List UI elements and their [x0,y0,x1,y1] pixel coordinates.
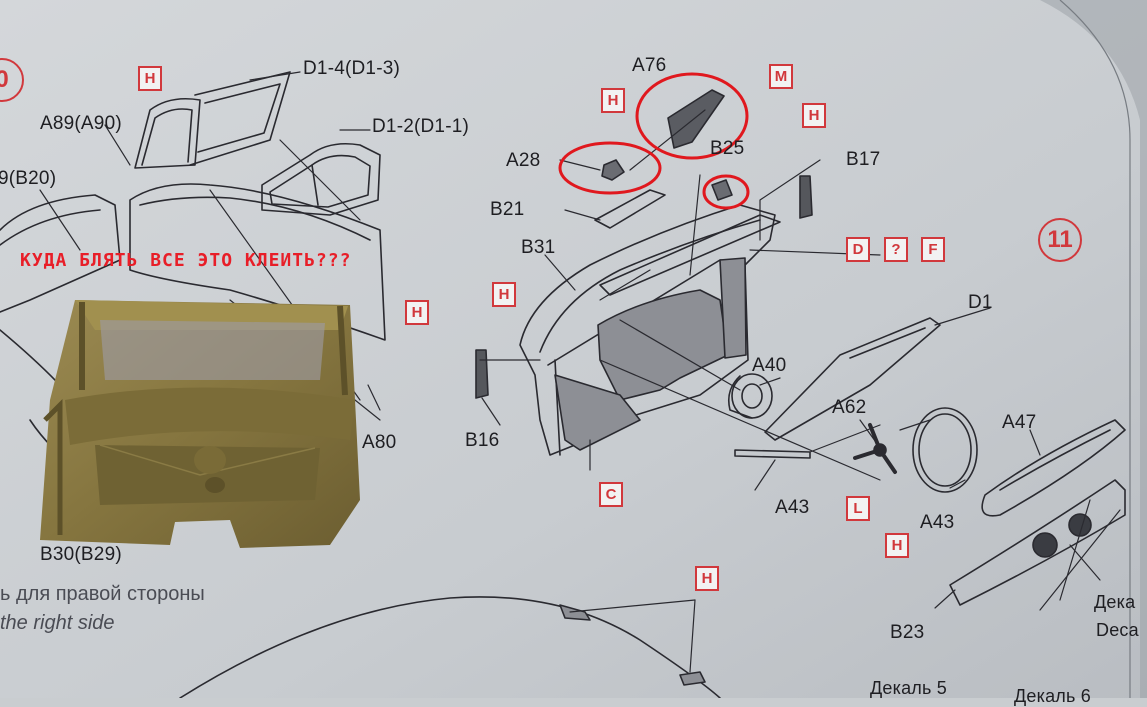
b25-part [711,179,733,201]
label-d1-2: D1-2(D1-1) [372,116,470,137]
label-b21: B21 [490,199,525,220]
marker-h-a62: H [885,533,909,558]
d1-panel [764,317,941,441]
circle-a28 [558,141,662,195]
a43-rod [734,449,811,459]
marker-h-top-left: H [138,66,162,91]
b17-part [799,175,813,219]
b23-bar [949,479,1126,606]
marker-m-a76: M [769,64,793,89]
label-d1-4: D1-4(D1-3) [303,58,401,79]
a43-ring [912,407,978,493]
label-a62: A62 [832,397,867,418]
label-b17: B17 [846,149,881,170]
label-a43-left: A43 [775,497,810,518]
label-a43-right: A43 [920,512,955,533]
caption-en-right-side: the right side [0,612,115,634]
circle-b25 [702,174,750,210]
b21-strip [594,189,666,229]
a40-cylinder [727,373,773,419]
overlay-note: КУДА БЛЯТЬ ВСЕ ЭТО КЛЕИТЬ??? [20,250,352,271]
label-b25: B25 [710,138,745,159]
label-b16: B16 [465,430,500,451]
label-a89: A89(A90) [40,113,122,134]
page-edge [1040,0,1147,698]
circle-a76 [635,72,749,160]
caption-decal-5: Декаль 5 [870,678,947,698]
a62-knob [853,423,897,474]
a28-part [601,159,625,181]
marker-f: F [921,237,945,262]
red-circle-annotations [558,72,750,210]
label-a80: A80 [362,432,397,453]
caption-deca-1: Дека [1094,592,1136,612]
label-b30: B30(B29) [40,544,122,565]
a76-mirror [667,89,725,149]
marker-h-bottom: H [695,566,719,591]
marker-h-a80: H [405,300,429,325]
marker-question: ? [884,237,908,262]
caption-deca-2: Deca [1096,620,1139,640]
marker-h-b16: H [492,282,516,307]
a47-bar [981,419,1126,517]
label-b23: B23 [890,622,925,643]
marker-l: L [846,496,870,521]
marker-h-a28: H [601,88,625,113]
leader-lines [39,71,1121,673]
lower-fender-drawing [179,596,721,698]
step-number-badge: 11 [1038,218,1082,262]
label-a76: A76 [632,55,667,76]
marker-c: C [599,482,623,507]
label-a28: A28 [506,150,541,171]
marker-h-b17: H [802,103,826,128]
label-b31: B31 [521,237,556,258]
plastic-dashboard-part-photo [40,300,360,548]
side-window-drawing [261,142,381,216]
label-b19: 9(B20) [0,168,57,189]
caption-decal-6: Декаль 6 [1014,686,1091,706]
marker-d: D [846,237,870,262]
label-a40: A40 [752,355,787,376]
label-d1: D1 [968,292,993,313]
b16-part [475,349,489,399]
label-a47: A47 [1002,412,1037,433]
caption-ru-right-side: ь для правой стороны [0,583,205,605]
